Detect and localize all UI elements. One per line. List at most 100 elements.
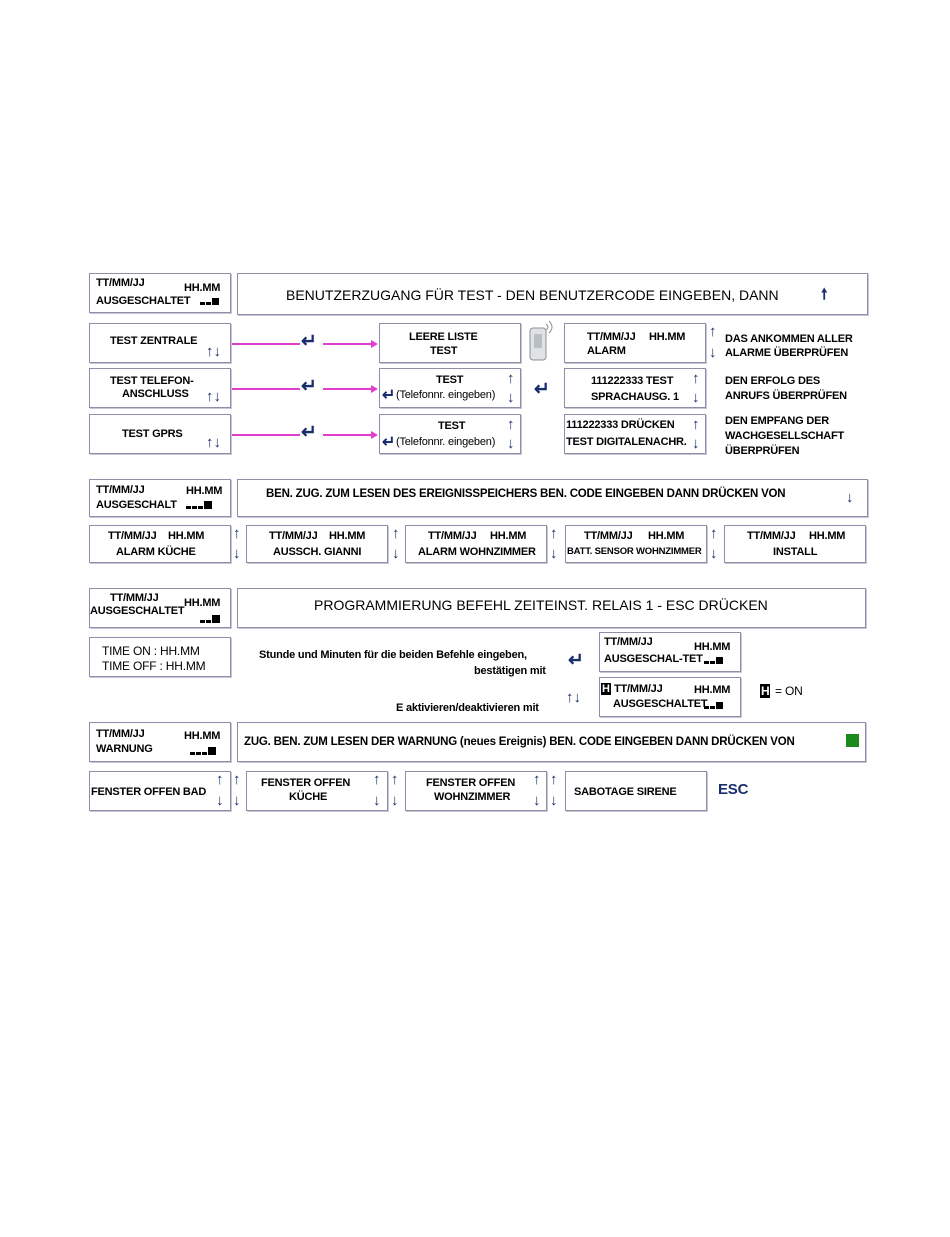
arrow-down-icon: ↓ <box>846 490 854 505</box>
arrow-up-icon: ↑ <box>709 324 717 339</box>
lcd-display-test: TT/MM/JJ HH.MM AUSGESCHALTET <box>89 273 231 313</box>
lcd-date: TT/MM/JJ <box>96 484 145 496</box>
enter-icon: ↵ <box>382 434 395 452</box>
legend-text: = ON <box>775 684 803 698</box>
arrow-up-icon: ↑ <box>373 772 381 787</box>
arrow-head-icon <box>371 340 378 348</box>
arrow-up-icon: ↑ <box>392 526 400 541</box>
lcd-alarm: TT/MM/JJ HH.MM ALARM <box>564 323 706 363</box>
banner-warning: ZUG. BEN. ZUM LESEN DER WARNUNG (neues E… <box>237 722 866 762</box>
arrow-up-icon: ↑ <box>550 772 558 787</box>
entry-time: HH.MM <box>168 530 204 542</box>
warning-item[interactable]: FENSTER OFFEN BAD <box>89 771 231 811</box>
arrow-up-icon: 🠕 <box>821 287 827 302</box>
entry-label: INSTALL <box>773 546 817 558</box>
menu-label-line1: TEST TELEFON- <box>110 375 194 387</box>
memory-entry[interactable]: TT/MM/JJ HH.MM AUSSCH. GIANNI <box>246 525 388 563</box>
lcd-line1: TEST <box>436 374 463 386</box>
arrow-head-icon <box>371 385 378 393</box>
enter-icon: ↵ <box>382 387 395 405</box>
signal-bars-icon <box>704 702 723 709</box>
memory-entry[interactable]: TT/MM/JJ HH.MM ALARM WOHNZIMMER <box>405 525 547 563</box>
arrow-up-icon: ↑ <box>507 417 515 432</box>
enter-icon: ↵ <box>534 381 550 399</box>
arrow-down-icon: ↓ <box>373 793 381 808</box>
lcd-voice-test: 111222333 TEST SPRACHAUSG. 1 ↑ ↓ <box>564 368 706 408</box>
arrow-down-icon: ↓ <box>710 546 718 561</box>
warning-label: FENSTER OFFEN BAD <box>91 786 206 798</box>
arrow-up-icon: ↑ <box>216 772 224 787</box>
lcd-line1: 111222333 DRÜCKEN <box>566 419 675 431</box>
lcd-date: TT/MM/JJ <box>604 636 653 648</box>
entry-time: HH.MM <box>648 530 684 542</box>
memory-entry[interactable]: TT/MM/JJ HH.MM INSTALL <box>724 525 866 563</box>
warning-label-line2: KÜCHE <box>289 791 327 803</box>
lcd-result-2: H TT/MM/JJ HH.MM AUSGESCHALTET <box>599 677 741 717</box>
time-on: TIME ON : HH.MM <box>102 644 200 658</box>
arrow-up-icon: ↑ <box>710 526 718 541</box>
menu-test-telefon[interactable]: TEST TELEFON- ANSCHLUSS ↑↓ <box>89 368 231 408</box>
warning-item[interactable]: FENSTER OFFEN KÜCHE <box>246 771 388 811</box>
banner-text: ZUG. BEN. ZUM LESEN DER WARNUNG (neues E… <box>244 736 795 748</box>
memory-entry[interactable]: TT/MM/JJ HH.MM BATT. SENSOR WOHNZIMMER <box>565 525 707 563</box>
description-line: DEN EMPFANG DER <box>725 415 829 427</box>
connector-line <box>232 343 300 345</box>
memory-entry[interactable]: TT/MM/JJ HH.MM ALARM KÜCHE <box>89 525 231 563</box>
lcd-date: TT/MM/JJ <box>96 728 145 740</box>
entry-date: TT/MM/JJ <box>428 530 477 542</box>
arrow-up-icon: ↑ <box>692 371 700 386</box>
lcd-date: TT/MM/JJ <box>110 592 159 604</box>
lcd-time: HH.MM <box>694 684 730 696</box>
signal-bars-icon <box>200 615 220 623</box>
entry-date: TT/MM/JJ <box>108 530 157 542</box>
warning-item[interactable]: SABOTAGE SIRENE <box>565 771 707 811</box>
arrow-down-icon: ↓ <box>692 390 700 405</box>
banner-text: BENUTZERZUGANG FÜR TEST - DEN BENUTZERCO… <box>286 287 779 303</box>
menu-label: TEST GPRS <box>122 428 183 440</box>
warning-item[interactable]: FENSTER OFFEN WOHNZIMMER <box>405 771 547 811</box>
signal-bars-icon <box>190 747 216 755</box>
entry-label: ALARM KÜCHE <box>116 546 196 558</box>
arrow-down-icon: ↓ <box>233 546 241 561</box>
legend-h-box: H <box>760 684 770 698</box>
arrow-up-down-icon: ↑↓ <box>206 344 221 359</box>
arrow-down-icon: ↓ <box>550 546 558 561</box>
arrow-down-icon: ↓ <box>392 546 400 561</box>
lcd-line2: TEST DIGITALENACHR. <box>566 436 687 448</box>
sensor-device-icon <box>526 320 554 364</box>
enter-icon: ↵ <box>568 652 584 670</box>
menu-test-gprs[interactable]: TEST GPRS ↑↓ <box>89 414 231 454</box>
lcd-label: ALARM <box>587 345 626 357</box>
banner-text: BEN. ZUG. ZUM LESEN DES EREIGNISSPEICHER… <box>266 488 785 500</box>
arrow-head-icon <box>371 431 378 439</box>
description-line: ALARME ÜBERPRÜFEN <box>725 347 848 359</box>
arrow-down-icon: ↓ <box>233 793 241 808</box>
lcd-status: AUSGESCHALTET <box>90 605 184 617</box>
arrow-up-icon: ↑ <box>233 526 241 541</box>
entry-time: HH.MM <box>809 530 845 542</box>
lcd-date: TT/MM/JJ <box>587 331 636 343</box>
lcd-display-prog: TT/MM/JJ HH.MM AUSGESCHALTET <box>89 588 231 628</box>
arrow-up-icon: ↑ <box>692 417 700 432</box>
lcd-line2: TEST <box>430 345 457 357</box>
lcd-time: HH.MM <box>186 485 222 497</box>
lcd-line1: TEST <box>438 420 465 432</box>
description-line: DAS ANKOMMEN ALLER <box>725 333 853 345</box>
arrow-up-icon: ↑ <box>507 371 515 386</box>
menu-test-zentrale[interactable]: TEST ZENTRALE ↑↓ <box>89 323 231 363</box>
lcd-line1: LEERE LISTE <box>409 331 478 343</box>
arrow-up-icon: ↑ <box>391 772 399 787</box>
lcd-time: HH.MM <box>649 331 685 343</box>
instruction-line: bestätigen mit <box>474 665 546 677</box>
connector-line <box>323 388 371 390</box>
arrow-down-icon: ↓ <box>507 390 515 405</box>
legend-h: H <box>760 684 770 698</box>
arrow-up-down-icon: ↑↓ <box>206 389 221 404</box>
lcd-display-warning: TT/MM/JJ HH.MM WARNUNG <box>89 722 231 762</box>
instruction-line: E aktivieren/deaktivieren mit <box>396 702 539 714</box>
arrow-up-down-icon: ↑↓ <box>206 435 221 450</box>
lcd-time: HH.MM <box>184 282 220 294</box>
lcd-time-on-off: TIME ON : HH.MM TIME OFF : HH.MM <box>89 637 231 677</box>
esc-key[interactable]: ESC <box>718 781 748 798</box>
ok-square-icon <box>846 734 859 747</box>
